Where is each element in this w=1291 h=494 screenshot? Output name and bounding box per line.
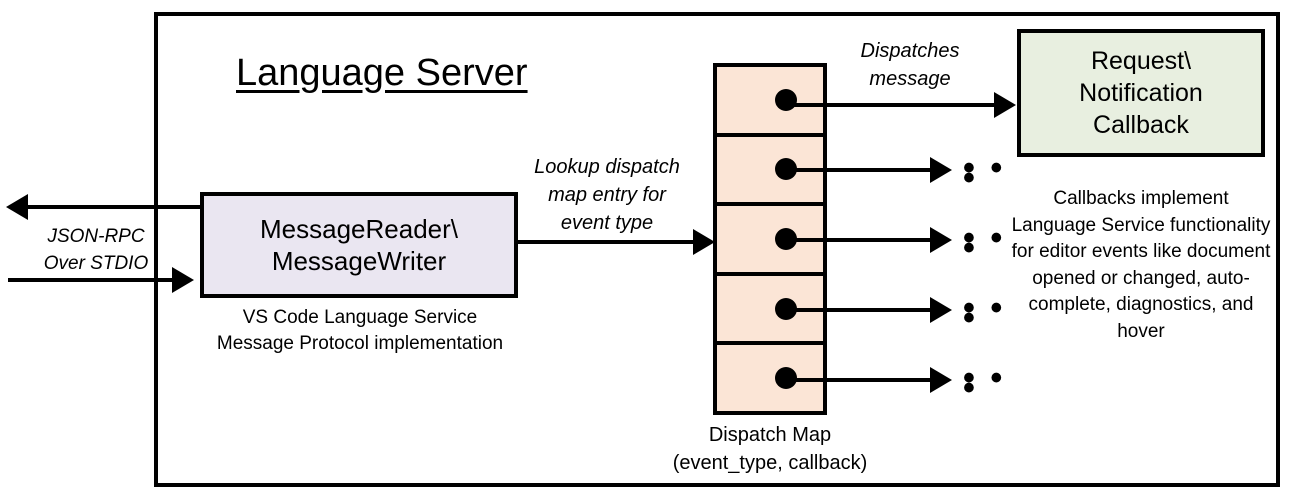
inbound-rpc-line: [8, 278, 174, 282]
dispatch-map-table[interactable]: [713, 63, 827, 415]
lookup-connector-arrowhead: [693, 229, 715, 255]
dispatch-map-caption-line2: (event_type, callback): [672, 452, 868, 474]
dispatch-map-caption: Dispatch Map (event_type, callback): [645, 421, 895, 477]
dispatches-label-line1: Dispatches: [860, 40, 960, 62]
outbound-rpc-line: [28, 205, 210, 209]
dispatch-row3-arrowhead: [930, 227, 952, 253]
language-server-frame: [154, 12, 1280, 487]
callback-label-line1: Request\: [1090, 47, 1192, 75]
request-notification-callback-box[interactable]: Request\ Notification Callback: [1017, 29, 1265, 157]
message-writer-label: MessageWriter: [271, 246, 447, 276]
dispatch-row4-arrowhead: [930, 297, 952, 323]
callback-label-line2: Notification: [1079, 79, 1203, 107]
lookup-connector-line: [518, 240, 695, 244]
callback-label-line3: Callback: [1093, 111, 1189, 139]
message-reader-writer-caption-line2: Message Protocol implementation: [216, 333, 504, 354]
dispatch-map-caption-line1: Dispatch Map: [708, 424, 832, 446]
dispatch-row3-ellipsis: • • •: [963, 219, 1006, 267]
json-rpc-label-line1: JSON-RPC: [47, 226, 145, 247]
dispatch-row2-line: [780, 168, 932, 172]
dispatch-map-row[interactable]: [717, 67, 823, 137]
inbound-rpc-arrowhead: [172, 267, 194, 293]
dispatches-message-label: Dispatches message: [820, 37, 1000, 93]
dispatch-row2-arrowhead: [930, 157, 952, 183]
outbound-rpc-arrowhead: [6, 194, 28, 220]
dispatch-row1-line: [780, 103, 996, 107]
message-reader-writer-box[interactable]: MessageReader\ MessageWriter: [200, 192, 518, 298]
dispatch-row4-line: [780, 308, 932, 312]
message-reader-writer-caption-line1: VS Code Language Service: [242, 307, 478, 328]
callback-description: Callbacks implement Language Service fun…: [1011, 188, 1271, 342]
lookup-dispatch-label: Lookup dispatch map entry for event type: [512, 153, 702, 237]
json-rpc-transport-label: JSON-RPC Over STDIO: [16, 223, 176, 277]
dispatch-row5-ellipsis: • • •: [963, 359, 1006, 407]
message-reader-label: MessageReader\: [260, 214, 458, 244]
dispatch-row4-ellipsis: • • •: [963, 289, 1006, 337]
dispatch-row5-line: [780, 378, 932, 382]
dispatch-row1-arrowhead: [994, 92, 1016, 118]
filled-dot-icon: [775, 88, 797, 111]
lookup-label-line1: Lookup dispatch: [534, 156, 680, 178]
dispatch-row5-arrowhead: [930, 367, 952, 393]
lookup-label-line3: event type: [560, 212, 654, 234]
page-title: Language Server: [236, 52, 528, 94]
dispatch-row3-line: [780, 238, 932, 242]
dispatches-label-line2: message: [869, 68, 951, 90]
lookup-label-line2: map entry for: [548, 184, 666, 206]
message-reader-writer-caption: VS Code Language Service Message Protoco…: [180, 305, 540, 357]
dispatch-row2-ellipsis: • • •: [963, 149, 1006, 197]
json-rpc-label-line2: Over STDIO: [43, 253, 149, 274]
